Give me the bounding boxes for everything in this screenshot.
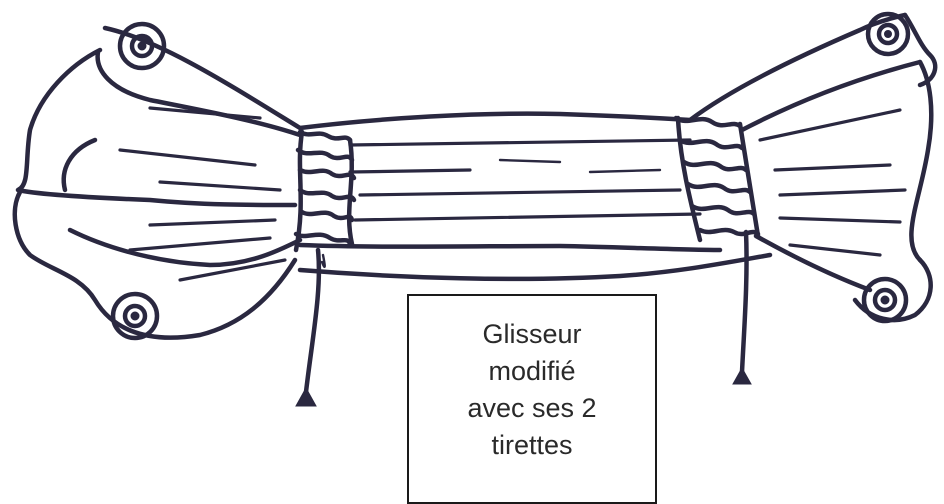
caption-line-1: Glisseur: [409, 316, 655, 353]
caption-line-2: modifié: [409, 353, 655, 390]
right-gathered-ruffle: [676, 118, 758, 240]
right-pull-cord: [742, 232, 747, 372]
caption-box: Glisseur modifié avec ses 2 tirettes: [407, 294, 657, 504]
caption-line-4: tirettes: [409, 427, 655, 464]
caption-line-3: avec ses 2: [409, 390, 655, 427]
pull-cord-tab-icon: [296, 388, 316, 406]
central-tube: [300, 114, 770, 279]
left-flared-end: [15, 28, 300, 338]
left-gathered-ruffle: [296, 132, 354, 250]
pull-cord-tab-icon: [733, 368, 751, 384]
grommet-icon: [864, 279, 906, 321]
